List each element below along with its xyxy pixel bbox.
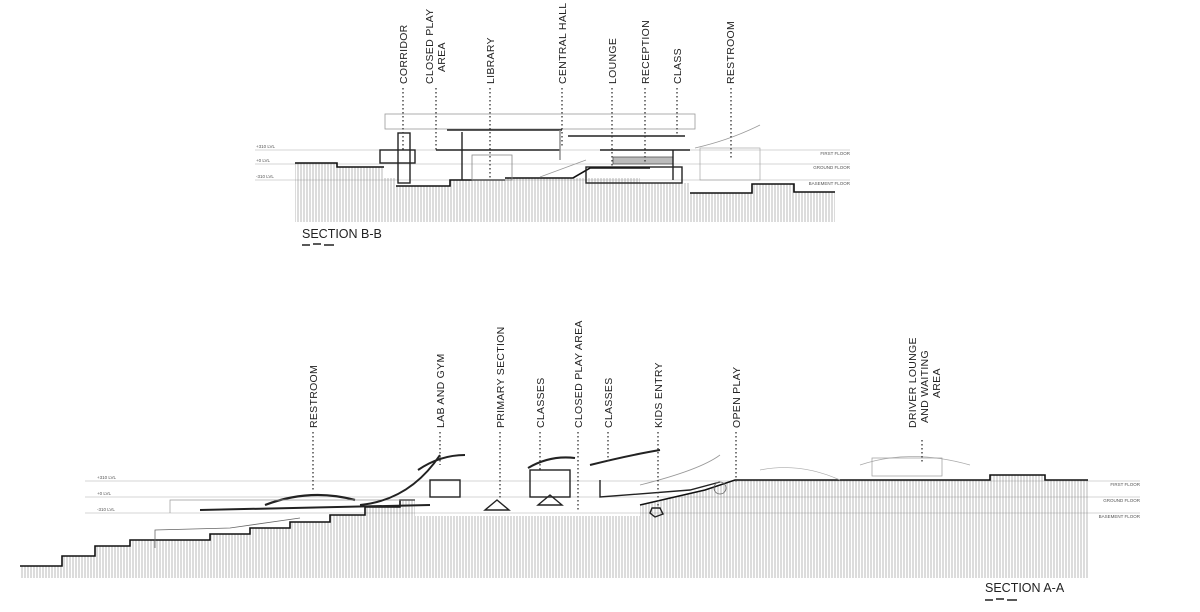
- level-basement: -310 LVL: [97, 507, 115, 512]
- label-corridor: CORRIDOR: [398, 24, 410, 84]
- level-basement: -310 LVL: [256, 174, 274, 179]
- label-open-play: OPEN PLAY: [731, 367, 743, 428]
- label-restroom: RESTROOM: [725, 21, 737, 84]
- svg-text:AREA: AREA: [931, 368, 943, 398]
- svg-text:RESTROOM: RESTROOM: [725, 21, 737, 84]
- section-a-a-title: SECTION A-A: [985, 581, 1065, 595]
- floor-ground: GROUND FLOOR: [813, 165, 851, 170]
- scale-bar: [985, 598, 1017, 601]
- label-closed-play-area: CLOSED PLAY AREA: [573, 320, 585, 428]
- level-ground: +0 LVL: [256, 158, 271, 163]
- svg-text:RESTROOM: RESTROOM: [308, 365, 320, 428]
- svg-text:CLOSED PLAY AREA: CLOSED PLAY AREA: [573, 320, 585, 428]
- section-b-b: +310 LVL +0 LVL -310 LVL FIRST FLOOR GRO…: [255, 3, 851, 246]
- svg-text:CORRIDOR: CORRIDOR: [398, 24, 410, 84]
- label-library: LIBRARY: [485, 37, 497, 84]
- svg-text:DRIVER LOUNGE: DRIVER LOUNGE: [907, 337, 919, 428]
- floor-first: FIRST FLOOR: [820, 151, 850, 156]
- level-first: +310 LVL: [256, 144, 276, 149]
- section-b-b-title: SECTION B-B: [302, 227, 382, 241]
- terrain-line: [20, 474, 1088, 567]
- floor-basement: BASEMENT FLOOR: [809, 181, 851, 186]
- label-primary-section: PRIMARY SECTION: [495, 326, 507, 428]
- floor-ground: GROUND FLOOR: [1103, 498, 1141, 503]
- building-outline: [379, 113, 761, 184]
- leaders: [312, 432, 923, 510]
- leaders: [402, 88, 732, 178]
- floor-basement: BASEMENT FLOOR: [1099, 514, 1141, 519]
- section-a-a-labels: RESTROOM LAB AND GYM PRIMARY SECTION CLA…: [308, 320, 943, 510]
- level-ground: +0 LVL: [97, 491, 112, 496]
- label-lab-and-gym: LAB AND GYM: [435, 354, 447, 429]
- label-classes-1: CLASSES: [535, 377, 547, 428]
- section-a-a: +310 LVL +0 LVL -310 LVL FIRST FLOOR GRO…: [20, 320, 1141, 601]
- svg-text:CLOSED PLAY: CLOSED PLAY: [424, 9, 436, 84]
- label-central-hall: CENTRAL HALL: [557, 3, 569, 84]
- building-outline: [154, 449, 971, 548]
- svg-text:CLASS: CLASS: [672, 48, 684, 84]
- svg-text:CLASSES: CLASSES: [535, 377, 547, 428]
- level-first: +310 LVL: [97, 475, 117, 480]
- floor-first: FIRST FLOOR: [1110, 482, 1140, 487]
- ground-hatch: [295, 163, 835, 222]
- svg-text:CENTRAL HALL: CENTRAL HALL: [557, 3, 569, 84]
- label-kids-entry: KIDS ENTRY: [653, 362, 665, 428]
- svg-text:AND WAITING: AND WAITING: [919, 350, 931, 423]
- svg-text:PRIMARY SECTION: PRIMARY SECTION: [495, 326, 507, 428]
- label-lounge: LOUNGE: [607, 38, 619, 84]
- scale-bar: [302, 243, 334, 246]
- ground-hatch: [20, 475, 1088, 578]
- svg-text:CLASSES: CLASSES: [603, 377, 615, 428]
- label-class: CLASS: [672, 48, 684, 84]
- svg-text:LAB AND GYM: LAB AND GYM: [435, 354, 447, 429]
- terrain-line: [295, 162, 835, 194]
- svg-text:KIDS ENTRY: KIDS ENTRY: [653, 362, 665, 428]
- label-reception: RECEPTION: [640, 20, 652, 84]
- svg-text:AREA: AREA: [436, 42, 448, 72]
- svg-text:LOUNGE: LOUNGE: [607, 38, 619, 84]
- label-classes-2: CLASSES: [603, 377, 615, 428]
- svg-text:LIBRARY: LIBRARY: [485, 37, 497, 84]
- svg-text:OPEN PLAY: OPEN PLAY: [731, 367, 743, 428]
- svg-text:RECEPTION: RECEPTION: [640, 20, 652, 84]
- label-restroom: RESTROOM: [308, 365, 320, 428]
